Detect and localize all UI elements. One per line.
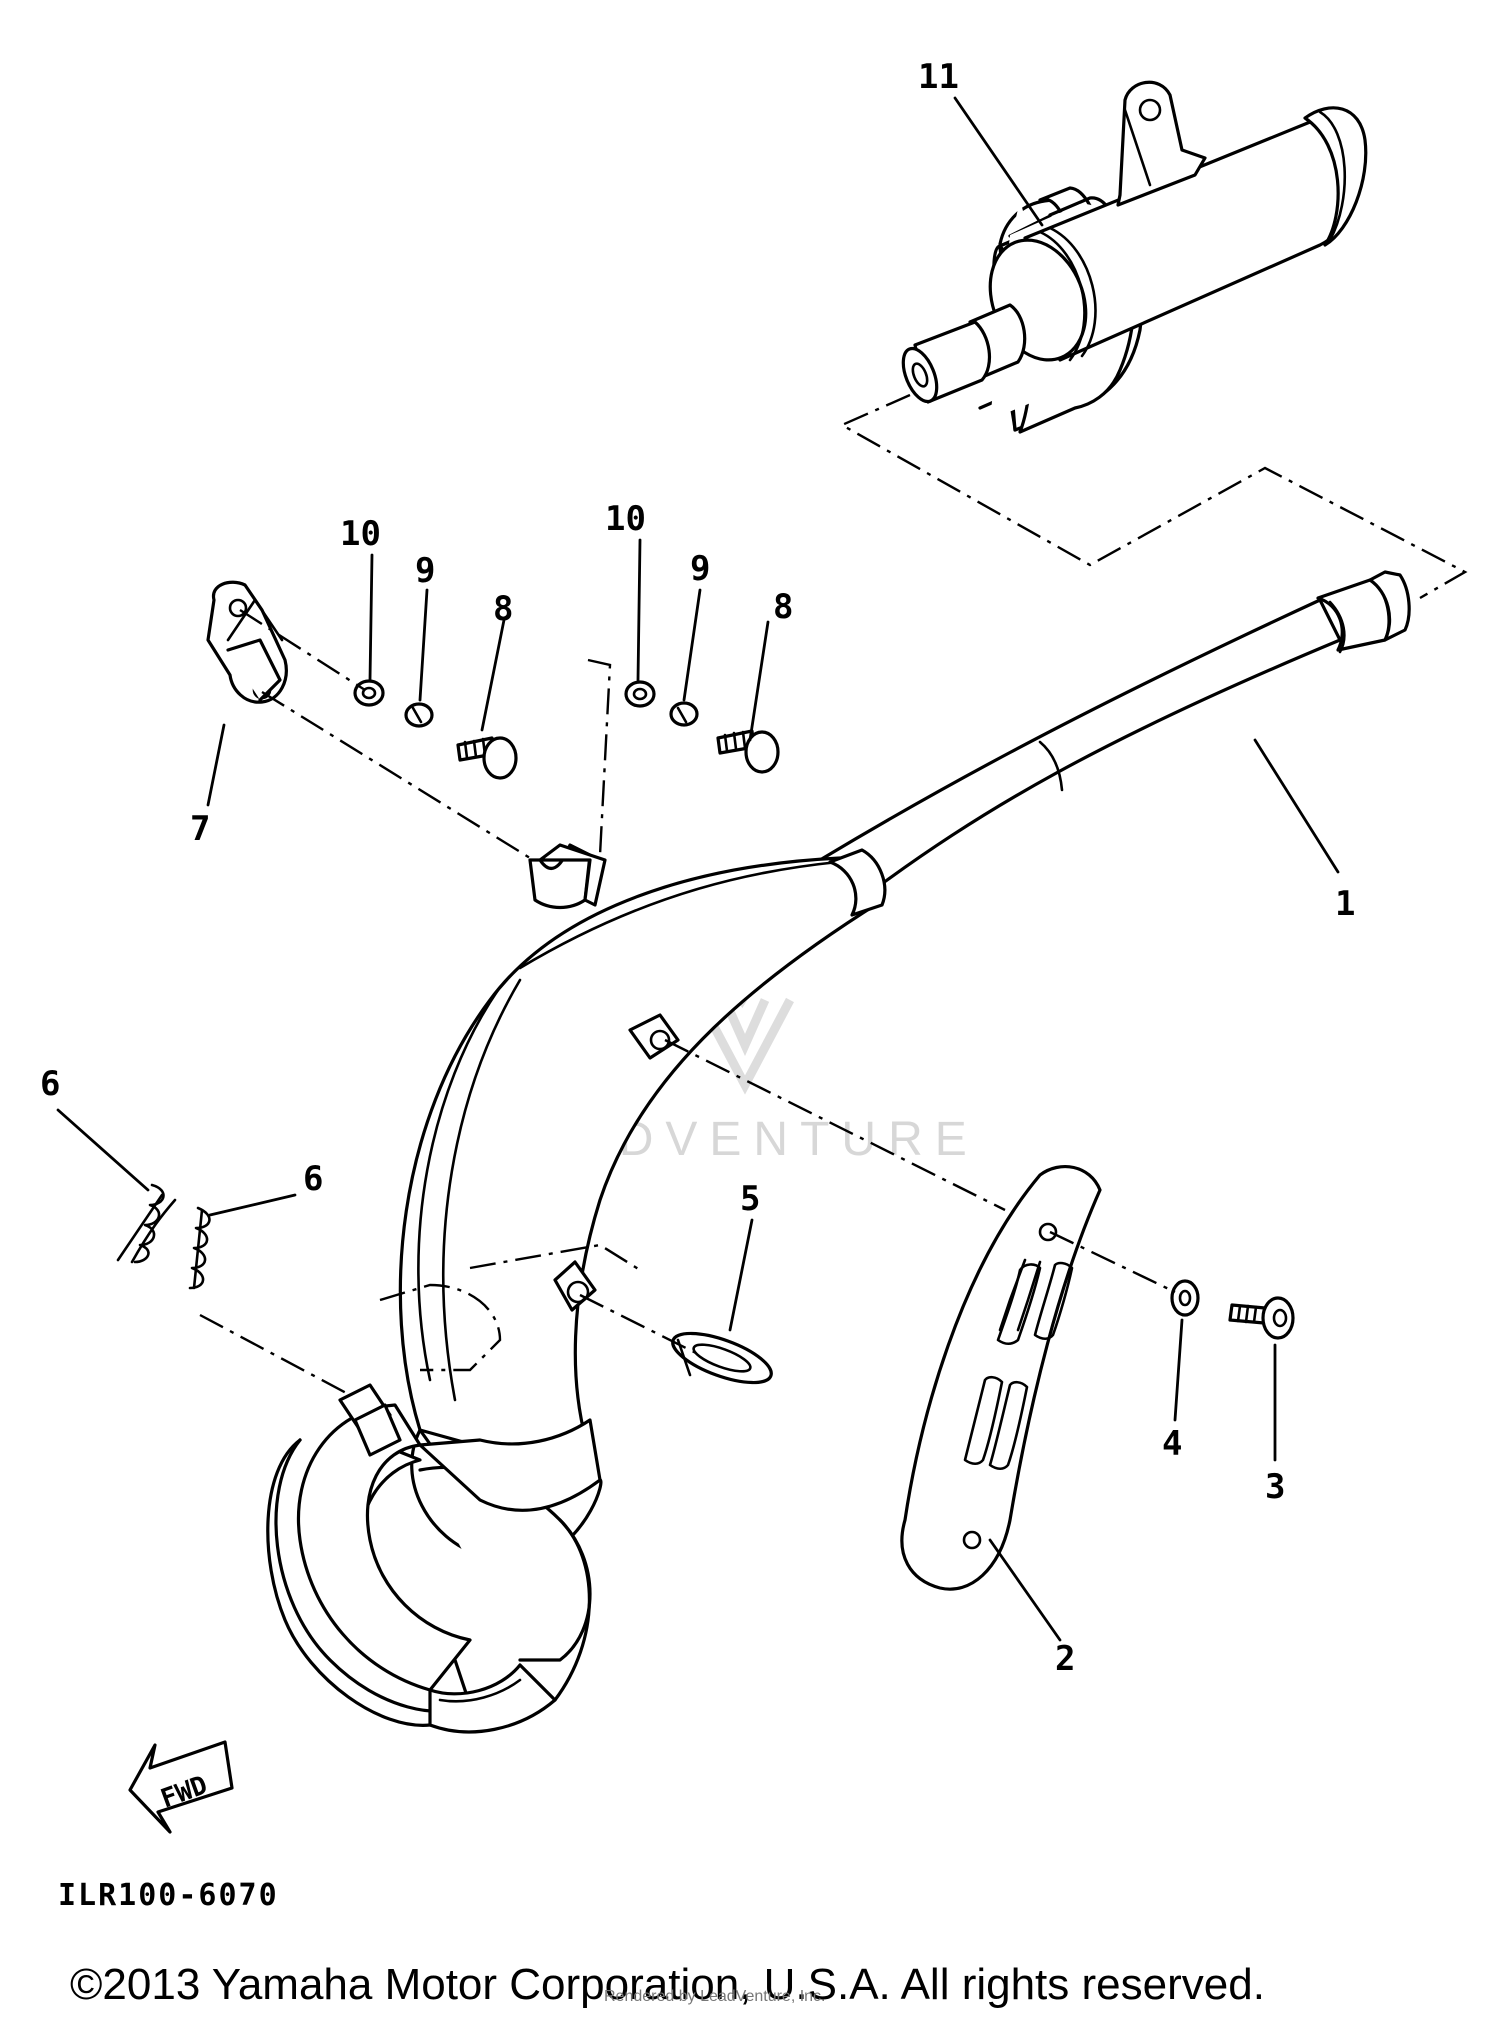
- callout-3: 3: [1265, 1467, 1285, 1507]
- callout-7: 7: [190, 809, 210, 849]
- expansion-chamber-part: [266, 570, 1411, 1734]
- grommet-part: [671, 1331, 773, 1385]
- fastener-set-right: [624, 680, 780, 774]
- callout-11: 11: [918, 57, 959, 97]
- bolt-part: [1228, 1296, 1295, 1340]
- fit-line-silencer: [839, 393, 1468, 600]
- copyright-notice: ©2013 Yamaha Motor Corporation, U.S.A. A…: [70, 1960, 1265, 2009]
- callout-8-left: 8: [493, 589, 513, 629]
- callout-4: 4: [1162, 1424, 1182, 1464]
- alignment-lines: [199, 608, 1176, 1397]
- callout-10-right: 10: [605, 499, 646, 539]
- callout-6-right: 6: [303, 1159, 323, 1199]
- heat-protector-part: [900, 1165, 1102, 1591]
- forward-arrow-icon: FWD: [128, 1740, 234, 1834]
- silencer-drawing: [901, 80, 1368, 404]
- callout-6-left: 6: [40, 1064, 60, 1104]
- callout-10-left: 10: [340, 514, 381, 554]
- fastener-set-left: [353, 679, 518, 780]
- washer-part: [1170, 1279, 1200, 1317]
- callout-labels: 11 1 2 3 4 5 6 6 7 10 9 8 10 9 8: [40, 57, 1355, 1679]
- leader-lines: [56, 96, 1340, 1642]
- callout-1: 1: [1335, 884, 1355, 924]
- spring-parts: [116, 1183, 211, 1290]
- callout-2: 2: [1055, 1639, 1075, 1679]
- diagram-reference-code: ILR100-6070: [58, 1878, 279, 1913]
- callout-9-left: 9: [415, 551, 435, 591]
- rendered-by-credit: Rendered by LeadVenture, Inc.: [604, 1988, 826, 2005]
- callout-5: 5: [740, 1179, 760, 1219]
- bracket-part: [206, 580, 288, 704]
- callout-8-right: 8: [773, 587, 793, 627]
- callout-9-right: 9: [690, 549, 710, 589]
